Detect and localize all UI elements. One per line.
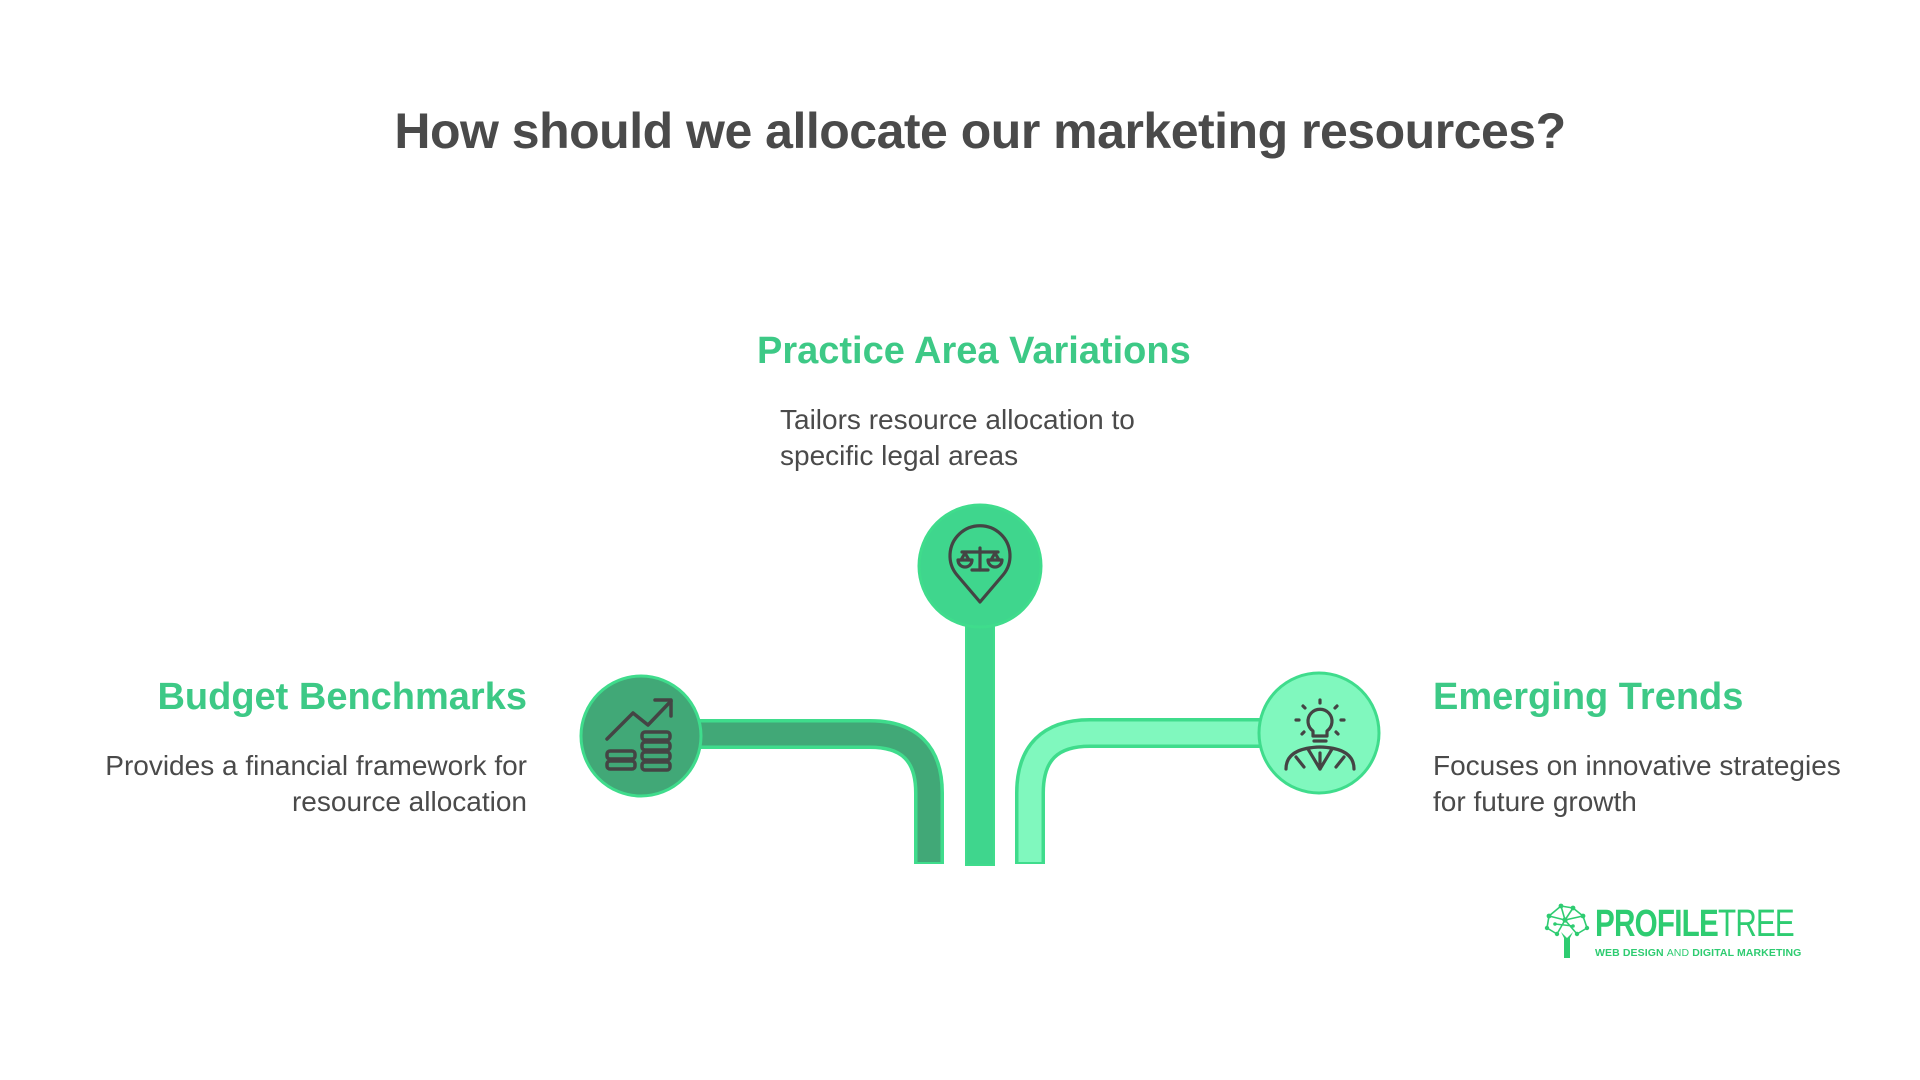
description-line: Focuses on innovative strategies — [1433, 750, 1841, 781]
logo-wordmark: PROFILETREE — [1595, 903, 1795, 945]
practice-area-heading: Practice Area Variations — [757, 330, 1191, 372]
emerging-trends-description: Focuses on innovative strategies for fut… — [1433, 748, 1903, 820]
description-line: for future growth — [1433, 786, 1637, 817]
tagline-part: DIGITAL MARKETING — [1689, 947, 1802, 959]
description-line: resource allocation — [291, 786, 527, 817]
budget-benchmarks-description: Provides a financial framework for resou… — [47, 748, 527, 820]
growth-chart-coins-icon — [605, 698, 673, 772]
practice-area-description: Tailors resource allocation to specific … — [780, 402, 1220, 474]
description-line: Provides a financial framework for — [105, 750, 527, 781]
tagline-part: AND — [1666, 947, 1690, 959]
logo-word-light: TREE — [1717, 903, 1795, 945]
scales-of-justice-pin-icon — [948, 524, 1012, 604]
emerging-trends-node — [1257, 671, 1381, 795]
lightbulb-person-icon — [1284, 698, 1356, 771]
budget-benchmarks-heading: Budget Benchmarks — [157, 676, 527, 718]
logo-tagline: WEB DESIGN AND DIGITAL MARKETING — [1595, 947, 1801, 959]
profiletree-logo: PROFILETREE WEB DESIGN AND DIGITAL MARKE… — [1543, 902, 1803, 962]
tagline-part: WEB DESIGN — [1595, 947, 1667, 959]
description-line: Tailors resource allocation to — [780, 404, 1135, 435]
left-branch-path — [700, 719, 944, 864]
right-branch-path — [1015, 718, 1262, 864]
description-line: specific legal areas — [780, 440, 1019, 471]
tree-network-icon — [1544, 903, 1590, 958]
center-branch-stem — [965, 599, 995, 866]
practice-area-node — [917, 503, 1043, 629]
logo-word-bold: PROFILE — [1595, 903, 1719, 945]
budget-benchmarks-node — [579, 674, 703, 798]
page-title: How should we allocate our marketing res… — [394, 103, 1566, 159]
emerging-trends-heading: Emerging Trends — [1433, 676, 1744, 718]
